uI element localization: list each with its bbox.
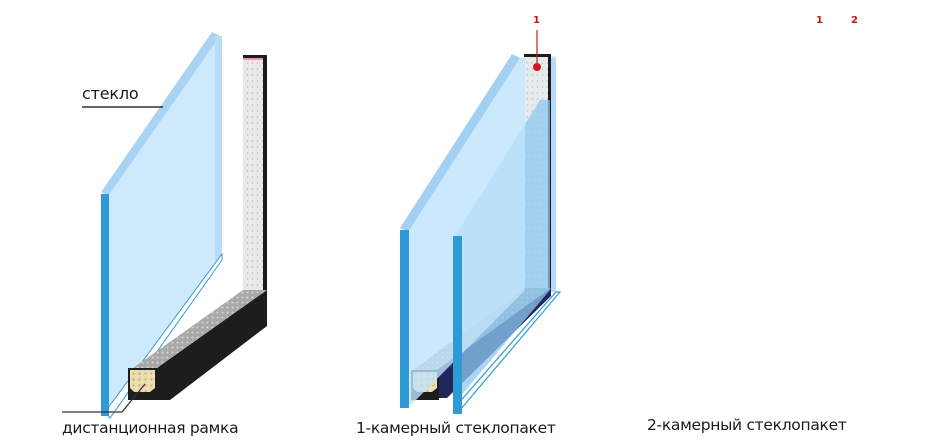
frame-leader-line bbox=[62, 383, 146, 413]
single-chamber-unit bbox=[400, 30, 562, 414]
glass-label: стекло bbox=[82, 84, 139, 103]
spacer-frame-label: дистанционная рамка bbox=[62, 419, 239, 437]
chamber-marker-1: 1 bbox=[533, 15, 540, 26]
double-chamber-label: 2-камерный стеклопакет bbox=[647, 416, 847, 434]
chamber-marker-1: 1 bbox=[816, 15, 823, 26]
chamber-marker-2: 2 bbox=[851, 15, 858, 26]
spacer-frame bbox=[128, 55, 267, 400]
single-chamber-label: 1-камерный стеклопакет bbox=[356, 419, 556, 437]
